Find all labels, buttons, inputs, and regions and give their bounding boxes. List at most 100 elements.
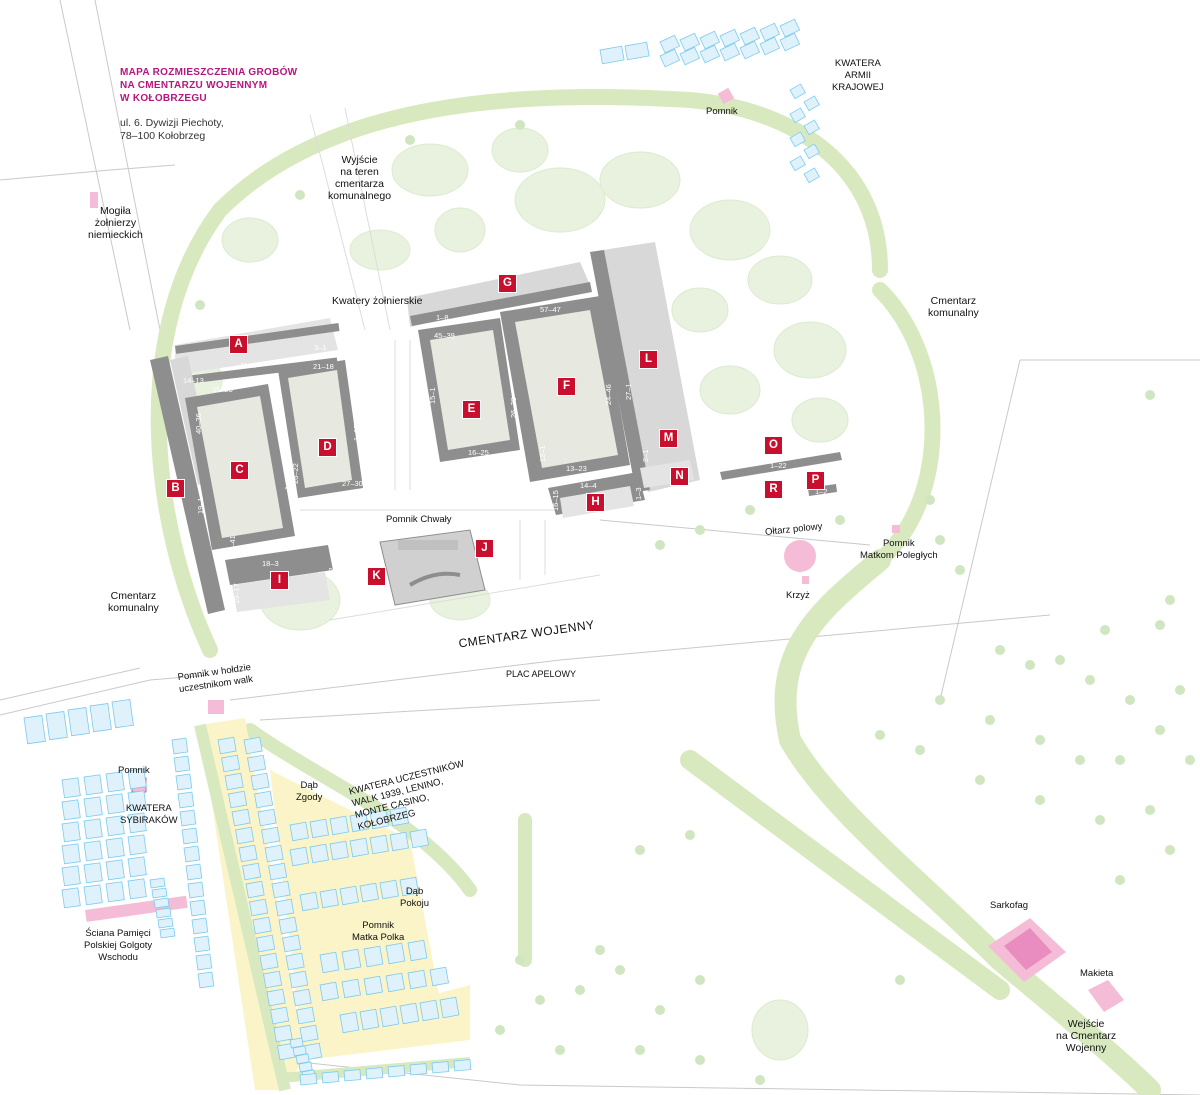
- grave: [439, 996, 460, 1019]
- cmentarz-komunalny-right-1: Cmentarz: [930, 295, 977, 307]
- grave: [803, 167, 820, 184]
- sciana-2: Polskiej Golgoty: [84, 940, 153, 951]
- pomnik-sybir-label: Pomnik: [118, 765, 150, 776]
- grave: [83, 796, 103, 818]
- grave: [89, 703, 112, 733]
- quarter-i-badge[interactable]: I: [270, 571, 289, 590]
- grave: [599, 45, 625, 65]
- quarter-g-badge[interactable]: G: [498, 274, 517, 293]
- grave: [179, 809, 197, 827]
- grave: [341, 948, 362, 971]
- grave: [289, 821, 309, 842]
- grave: [321, 1071, 340, 1084]
- quarter-r-badge[interactable]: R: [764, 480, 783, 499]
- range-c3: 40–36: [194, 413, 203, 434]
- grave: [266, 988, 286, 1007]
- pomnik-matka-2: Matka Polka: [352, 932, 405, 943]
- quarter-h-badge[interactable]: H: [586, 493, 605, 512]
- grave: [264, 844, 284, 863]
- grave: [171, 737, 189, 755]
- wyjscie-label-4: komunalnego: [328, 190, 392, 202]
- grave: [407, 969, 427, 990]
- quarter-e-badge[interactable]: E: [462, 400, 481, 419]
- grave: [61, 821, 81, 843]
- pomnik-matkom-2: Matkom Poległych: [860, 550, 938, 561]
- dab-zgody-1: Dąb: [300, 780, 318, 791]
- address-line-2: 78–100 Kołobrzeg: [120, 130, 206, 142]
- range-h2: 16–15: [551, 490, 560, 511]
- grave: [789, 131, 806, 148]
- grave: [83, 862, 103, 884]
- grave: [803, 119, 820, 136]
- pomnik-matka-label: Pomnik Matka Polka: [352, 920, 404, 944]
- quarter-d-badge[interactable]: D: [318, 438, 337, 457]
- kwatera-sybir-label: KWATERA SYBIRAKÓW: [120, 803, 178, 827]
- grave: [181, 827, 199, 845]
- address-line-1: ul. 6. Dywizji Piechoty,: [120, 117, 224, 129]
- grave: [243, 736, 263, 755]
- grave: [299, 1024, 319, 1043]
- grave: [339, 885, 359, 906]
- grave: [83, 884, 103, 906]
- grave: [271, 880, 291, 899]
- pomnik-chwaly: [379, 529, 486, 606]
- grave: [105, 881, 125, 903]
- quarter-c-badge[interactable]: C: [230, 461, 249, 480]
- quarter-p-badge[interactable]: P: [806, 471, 825, 490]
- grave: [363, 975, 383, 996]
- grave: [175, 773, 193, 791]
- grave: [739, 40, 761, 60]
- range-d4: 27–30: [342, 479, 363, 488]
- quarter-a-badge[interactable]: A: [229, 335, 248, 354]
- quarter-m-badge[interactable]: M: [659, 429, 678, 448]
- grave: [379, 879, 399, 900]
- grave: [679, 32, 701, 52]
- grave: [349, 812, 369, 833]
- range-i4: 1–2: [327, 567, 336, 580]
- grave: [659, 48, 681, 68]
- grave: [197, 971, 215, 989]
- grave: [127, 834, 147, 856]
- grave: [183, 845, 201, 863]
- grave: [659, 34, 681, 54]
- kwatera-ak-label-1: KWATERA: [834, 58, 881, 69]
- cmentarz-komunalny-left-2: komunalny: [108, 602, 159, 614]
- wejscie-2: na Cmentarz: [1056, 1030, 1117, 1042]
- range-n1: 2–1: [651, 489, 660, 502]
- grave: [252, 916, 272, 935]
- grave: [270, 1006, 290, 1025]
- quarter-n-badge[interactable]: N: [670, 467, 689, 486]
- grave: [127, 856, 147, 878]
- range-c2: 46–56: [257, 543, 278, 552]
- grave: [278, 916, 298, 935]
- grave: [228, 790, 248, 809]
- grave: [189, 899, 207, 917]
- quarter-j-badge[interactable]: J: [475, 539, 494, 558]
- grave: [105, 771, 125, 793]
- quarter-k-badge[interactable]: K: [367, 567, 386, 586]
- quarter-o-badge[interactable]: O: [764, 436, 783, 455]
- alleys: [300, 107, 601, 621]
- graves: [23, 18, 820, 1086]
- grave: [193, 935, 211, 953]
- grave: [153, 897, 170, 909]
- grave: [385, 942, 406, 965]
- title-line-2: NA CMENTARZU WOJENNYM: [120, 80, 268, 91]
- grave: [359, 1008, 380, 1031]
- grave: [61, 865, 81, 887]
- quarter-b-badge[interactable]: B: [166, 479, 185, 498]
- small-trees: [195, 120, 1195, 1085]
- grave: [789, 155, 806, 172]
- sarkofag-label: Sarkofag: [990, 900, 1029, 911]
- grave: [399, 1002, 420, 1025]
- grave: [699, 44, 721, 64]
- quarter-l-badge[interactable]: L: [639, 350, 658, 369]
- grave: [254, 790, 274, 809]
- grave: [195, 953, 213, 971]
- pomnik-matka-1: Pomnik: [362, 920, 394, 931]
- grave: [296, 1006, 316, 1025]
- grave: [719, 42, 741, 62]
- quarter-f-badge[interactable]: F: [557, 377, 576, 396]
- grave: [157, 917, 174, 929]
- wyjscie-label-2: na teren: [340, 166, 379, 178]
